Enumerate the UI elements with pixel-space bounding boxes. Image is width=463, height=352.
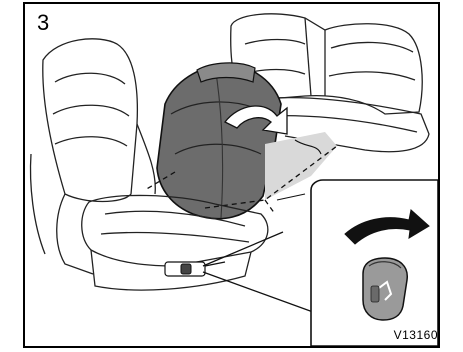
step-number: 3 [37,12,49,34]
lever-detail-inset [311,180,438,346]
front-seat-cushion [82,195,268,290]
figure-code: V13160 [394,328,438,342]
left-seat-drawing [31,39,156,274]
seat-illustration [25,4,438,346]
figure-frame: 3 V13160 [23,2,440,348]
callout-lines [203,232,313,312]
